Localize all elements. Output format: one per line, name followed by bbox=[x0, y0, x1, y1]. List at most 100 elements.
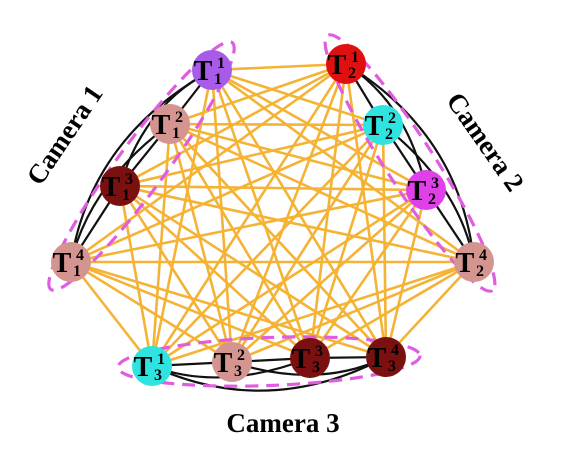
cross-edge-n1_3-n3_1 bbox=[118, 184, 154, 368]
cross-edge-n2_4-n3_3 bbox=[308, 260, 476, 360]
node-subscript: 2 bbox=[385, 126, 393, 143]
cam1-group-outline bbox=[47, 40, 236, 292]
cross-edge-n1_3-n2_3 bbox=[118, 184, 428, 192]
cross-edge-n2_2-n3_4 bbox=[381, 123, 388, 359]
camera-group-outlines bbox=[47, 33, 497, 388]
cross-edge-n2_1-n3_1 bbox=[150, 62, 348, 368]
cross-edge-n2_3-n3_3 bbox=[308, 188, 428, 360]
cross-edge-n2_3-n3_1 bbox=[150, 188, 428, 368]
node-letter: T bbox=[134, 352, 153, 383]
node-superscript: 1 bbox=[351, 49, 359, 66]
node-subscript: 1 bbox=[122, 187, 130, 204]
node-subscript: 3 bbox=[154, 367, 162, 384]
node-letter: T bbox=[194, 56, 213, 87]
node-subscript: 2 bbox=[476, 263, 484, 280]
node-letter: T bbox=[365, 111, 384, 142]
cross-edge-n1_1-n2_1 bbox=[210, 62, 348, 72]
camera-1-label: Camera 1 bbox=[20, 80, 108, 191]
node-subscript: 3 bbox=[234, 363, 242, 380]
node-superscript: 4 bbox=[479, 247, 487, 264]
node-subscript: 1 bbox=[172, 125, 180, 142]
cross-edge-n2_3-n3_2 bbox=[230, 188, 428, 364]
node-subscript: 1 bbox=[73, 263, 81, 280]
node-letter: T bbox=[152, 110, 171, 141]
cross-edge-n1_1-n3_3 bbox=[210, 68, 312, 360]
cross-edge-n1_3-n3_2 bbox=[118, 184, 234, 364]
intra-edge-n1_1-n1_4 bbox=[69, 69, 213, 263]
node-superscript: 3 bbox=[431, 175, 439, 192]
intra-edge-n3_1-n3_4 bbox=[151, 356, 387, 392]
cross-edge-n1_4-n3_4 bbox=[69, 260, 388, 359]
node-circle bbox=[132, 346, 172, 386]
cross-edge-n1_3-n2_4 bbox=[118, 184, 476, 264]
node-superscript: 2 bbox=[175, 109, 183, 126]
node-circle bbox=[363, 105, 403, 145]
node-superscript: 4 bbox=[76, 247, 84, 264]
node-subscript: 3 bbox=[388, 358, 396, 375]
node-circle bbox=[366, 337, 406, 377]
node-superscript: 2 bbox=[237, 347, 245, 364]
node-letter: T bbox=[214, 348, 233, 379]
node-circle bbox=[192, 50, 232, 90]
node-superscript: 2 bbox=[388, 110, 396, 127]
cross-edge-n2_4-n3_1 bbox=[150, 260, 476, 368]
node-circle bbox=[100, 166, 140, 206]
cross-edge-n1_2-n2_4 bbox=[168, 122, 476, 264]
node-subscript: 2 bbox=[348, 65, 356, 82]
node-circle bbox=[290, 338, 330, 378]
node-superscript: 1 bbox=[217, 55, 225, 72]
node-circle bbox=[326, 44, 366, 84]
node-letter: T bbox=[102, 172, 121, 203]
cross-camera-edges bbox=[69, 62, 476, 368]
cross-edge-n1_2-n2_2 bbox=[168, 122, 385, 127]
node-subscript: 3 bbox=[312, 359, 320, 376]
camera-3-label: Camera 3 bbox=[226, 408, 339, 438]
cross-edge-n1_4-n3_2 bbox=[69, 260, 234, 364]
node-letter: T bbox=[456, 248, 475, 279]
node-circle bbox=[150, 104, 190, 144]
node-superscript: 1 bbox=[157, 351, 165, 368]
node-subscript: 2 bbox=[428, 191, 436, 208]
cross-edge-n2_4-n3_2 bbox=[230, 260, 476, 364]
cross-edge-n1_2-n3_3 bbox=[168, 122, 312, 360]
cross-edge-n1_1-n3_2 bbox=[210, 68, 234, 364]
cross-edge-n1_3-n3_3 bbox=[118, 184, 312, 360]
node-circle bbox=[406, 170, 446, 210]
node-letter: T bbox=[368, 343, 387, 374]
node-letter: T bbox=[408, 176, 427, 207]
node-superscript: 3 bbox=[125, 171, 133, 188]
cross-edge-n1_4-n3_3 bbox=[69, 260, 312, 360]
node-letter: T bbox=[53, 248, 72, 279]
node-superscript: 4 bbox=[391, 342, 399, 359]
cross-edge-n1_2-n2_1 bbox=[168, 62, 348, 126]
cross-edge-n1_3-n2_1 bbox=[118, 62, 348, 188]
cross-edge-n1_4-n3_1 bbox=[69, 260, 154, 368]
cross-edge-n2_2-n3_1 bbox=[150, 123, 385, 368]
node-circle bbox=[51, 242, 91, 282]
cross-edge-n2_4-n3_4 bbox=[384, 260, 476, 359]
camera-2-label: Camera 2 bbox=[441, 87, 531, 197]
node-letter: T bbox=[292, 344, 311, 375]
cross-edge-n1_1-n2_3 bbox=[210, 68, 428, 192]
node-circle bbox=[454, 242, 494, 282]
cross-edge-n2_1-n3_2 bbox=[230, 62, 348, 364]
cam3-group-outline bbox=[116, 335, 422, 388]
cross-edge-n1_4-n2_1 bbox=[69, 62, 348, 264]
node-subscript: 1 bbox=[214, 71, 222, 88]
cross-edge-n1_3-n3_4 bbox=[118, 184, 388, 359]
cross-edge-n1_4-n2_3 bbox=[69, 188, 428, 264]
cross-edge-n2_1-n3_4 bbox=[344, 62, 388, 359]
node-circle bbox=[212, 342, 252, 382]
cross-edge-n1_4-n2_2 bbox=[69, 123, 385, 264]
